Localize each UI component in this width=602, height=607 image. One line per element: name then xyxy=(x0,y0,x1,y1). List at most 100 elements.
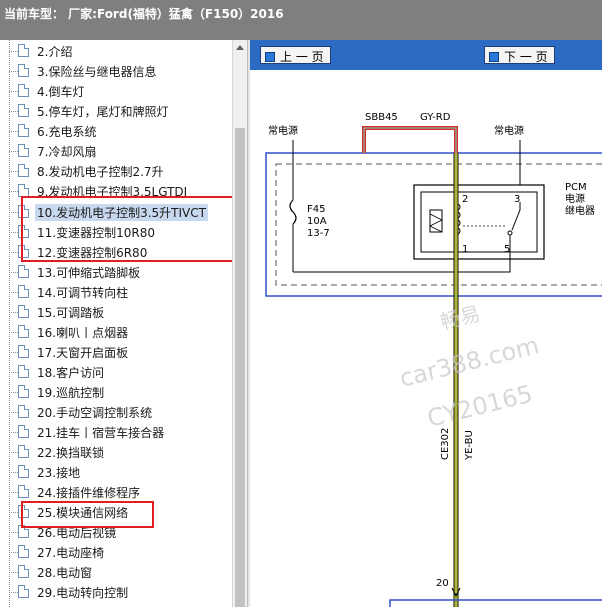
next-page-button[interactable]: 下 一 页 xyxy=(484,46,555,64)
tree-item-horn[interactable]: 16.喇叭丨点烟器 xyxy=(0,322,232,342)
tree-connector xyxy=(9,131,18,132)
document-tree[interactable]: 2.介绍 3.保险丝与继电器信息 4.倒车灯 5.停车灯，尾灯和牌照灯 6.充电… xyxy=(0,40,232,607)
document-icon xyxy=(18,365,29,378)
relay-coil-resistor xyxy=(429,213,443,233)
tree-connector xyxy=(9,332,18,333)
tree-item-intro[interactable]: 2.介绍 xyxy=(0,41,232,61)
tree-connector xyxy=(9,552,18,553)
tree-scrollbar[interactable] xyxy=(232,40,247,607)
tree-item-label: 27.电动座椅 xyxy=(37,546,105,560)
current-vehicle-title: 当前车型： 厂家:Ford(福特）猛禽（F150）2016 xyxy=(4,7,284,21)
tree-item-trailer[interactable]: 21.挂车丨宿营车接合器 xyxy=(0,422,232,442)
tree-connector xyxy=(9,212,18,213)
relay-label-power: 电源 xyxy=(565,192,585,205)
scrollbar-thumb[interactable] xyxy=(235,128,245,607)
annotation-highlight-box xyxy=(21,501,154,528)
annotation-highlight-box xyxy=(21,196,232,262)
tree-item-transmission-6r80[interactable]: 12.变速器控制6R80 xyxy=(0,242,232,262)
tree-item-label: 25.模块通信网络 xyxy=(37,506,129,520)
junction-box-inner-outline xyxy=(275,163,602,286)
tree-item-cruise-control[interactable]: 19.巡航控制 xyxy=(0,382,232,402)
document-icon xyxy=(18,144,29,157)
prev-page-button[interactable]: 上 一 页 xyxy=(260,46,331,64)
tree-item-label: 12.变速器控制6R80 xyxy=(37,246,148,260)
tree-item-label: 23.接地 xyxy=(37,466,81,480)
document-icon xyxy=(18,84,29,97)
tree-item-sunroof[interactable]: 17.天窗开启面板 xyxy=(0,342,232,362)
tree-item-label: 14.可调节转向柱 xyxy=(37,286,129,300)
tree-item-running-board[interactable]: 13.可伸缩式踏脚板 xyxy=(0,262,232,282)
tree-item-customer-access[interactable]: 18.客户访问 xyxy=(0,362,232,382)
tree-item-label: 22.换挡联锁 xyxy=(37,446,105,460)
panel-splitter[interactable] xyxy=(247,40,250,607)
tree-connector xyxy=(9,272,18,273)
relay-outline xyxy=(413,184,545,260)
tree-item-manual-ac[interactable]: 20.手动空调控制系统 xyxy=(0,402,232,422)
tree-item-ground[interactable]: 23.接地 xyxy=(0,462,232,482)
tree-item-reverse-lamp[interactable]: 4.倒车灯 xyxy=(0,81,232,101)
tree-connector xyxy=(9,372,18,373)
relay-inner-outline xyxy=(420,191,538,253)
tree-connector xyxy=(9,432,18,433)
relay-label-pcm: PCM xyxy=(565,182,587,193)
tree-item-engine-2-7[interactable]: 8.发动机电子控制2.7升 xyxy=(0,161,232,181)
tree-item-label: 5.停车灯，尾灯和牌照灯 xyxy=(37,105,169,119)
document-icon xyxy=(18,124,29,137)
tree-item-label: 6.充电系统 xyxy=(37,125,97,139)
document-icon xyxy=(18,104,29,117)
tree-connector xyxy=(9,191,18,192)
tree-item-label: 11.变速器控制10R80 xyxy=(37,226,155,240)
tree-item-charging[interactable]: 6.充电系统 xyxy=(0,121,232,141)
tree-item-cooling-fan[interactable]: 7.冷却风扇 xyxy=(0,141,232,161)
watermark-line-1: 畅易 xyxy=(438,301,483,334)
document-icon xyxy=(18,205,29,218)
prev-page-icon xyxy=(265,52,275,62)
pin-1-label: 1 xyxy=(462,244,468,255)
next-page-label: 下 一 页 xyxy=(504,50,548,64)
fuse-name: F45 xyxy=(307,204,325,215)
relay-contact-point xyxy=(507,230,513,236)
tree-item-label: 28.电动窗 xyxy=(37,566,93,580)
internal-wire-right xyxy=(456,259,511,273)
tree-item-parking-lamp[interactable]: 5.停车灯，尾灯和牌照灯 xyxy=(0,101,232,121)
next-page-icon xyxy=(489,52,499,62)
tree-item-label: 9.发动机电子控制3.5LGTDI xyxy=(37,185,188,199)
tree-item-power-window[interactable]: 28.电动窗 xyxy=(0,562,232,582)
tree-item-module-network[interactable]: 25.模块通信网络 xyxy=(0,502,232,522)
tree-item-label: 29.电动转向控制 xyxy=(37,586,129,600)
tree-item-connector-repair[interactable]: 24.接插件维修程序 xyxy=(0,482,232,502)
document-icon xyxy=(18,565,29,578)
tree-item-label: 24.接插件维修程序 xyxy=(37,486,141,500)
tree-item-label: 2.介绍 xyxy=(37,45,73,59)
tree-item-power-seat[interactable]: 27.电动座椅 xyxy=(0,542,232,562)
tree-item-fuse-relay[interactable]: 3.保险丝与继电器信息 xyxy=(0,61,232,81)
tree-item-steering-column[interactable]: 14.可调节转向柱 xyxy=(0,282,232,302)
junction-box-outline xyxy=(265,152,602,297)
scroll-up-arrow-icon[interactable] xyxy=(233,40,248,55)
connector-arrow-icon xyxy=(451,587,461,598)
pin-3-label: 3 xyxy=(514,194,520,205)
tree-item-shift-interlock[interactable]: 22.换挡联锁 xyxy=(0,442,232,462)
document-icon xyxy=(18,445,29,458)
relay-coil-icon xyxy=(429,209,443,233)
tree-item-label: 4.倒车灯 xyxy=(37,85,85,99)
tree-item-engine-3-5-gtdi[interactable]: 9.发动机电子控制3.5LGTDI xyxy=(0,181,232,201)
document-icon xyxy=(18,465,29,478)
tree-connector xyxy=(9,252,18,253)
document-icon xyxy=(18,585,29,598)
document-icon xyxy=(18,505,29,518)
tree-connector xyxy=(9,312,18,313)
tree-item-adjustable-pedals[interactable]: 15.可调踏板 xyxy=(0,302,232,322)
wire-color-label: YE-BU xyxy=(464,430,475,461)
tree-connector xyxy=(9,111,18,112)
tree-item-transmission-10r80[interactable]: 11.变速器控制10R80 xyxy=(0,222,232,242)
document-icon xyxy=(18,385,29,398)
tree-connector xyxy=(9,392,18,393)
tree-connector xyxy=(9,352,18,353)
tree-item-label: 21.挂车丨宿营车接合器 xyxy=(37,426,165,440)
tree-connector xyxy=(9,91,18,92)
tree-item-power-steering[interactable]: 29.电动转向控制 xyxy=(0,582,232,602)
tree-item-label: 16.喇叭丨点烟器 xyxy=(37,326,129,340)
tree-guide-line xyxy=(9,40,10,607)
tree-item-engine-3-5-tivct[interactable]: 10.发动机电子控制3.5升TIVCT xyxy=(0,202,232,222)
